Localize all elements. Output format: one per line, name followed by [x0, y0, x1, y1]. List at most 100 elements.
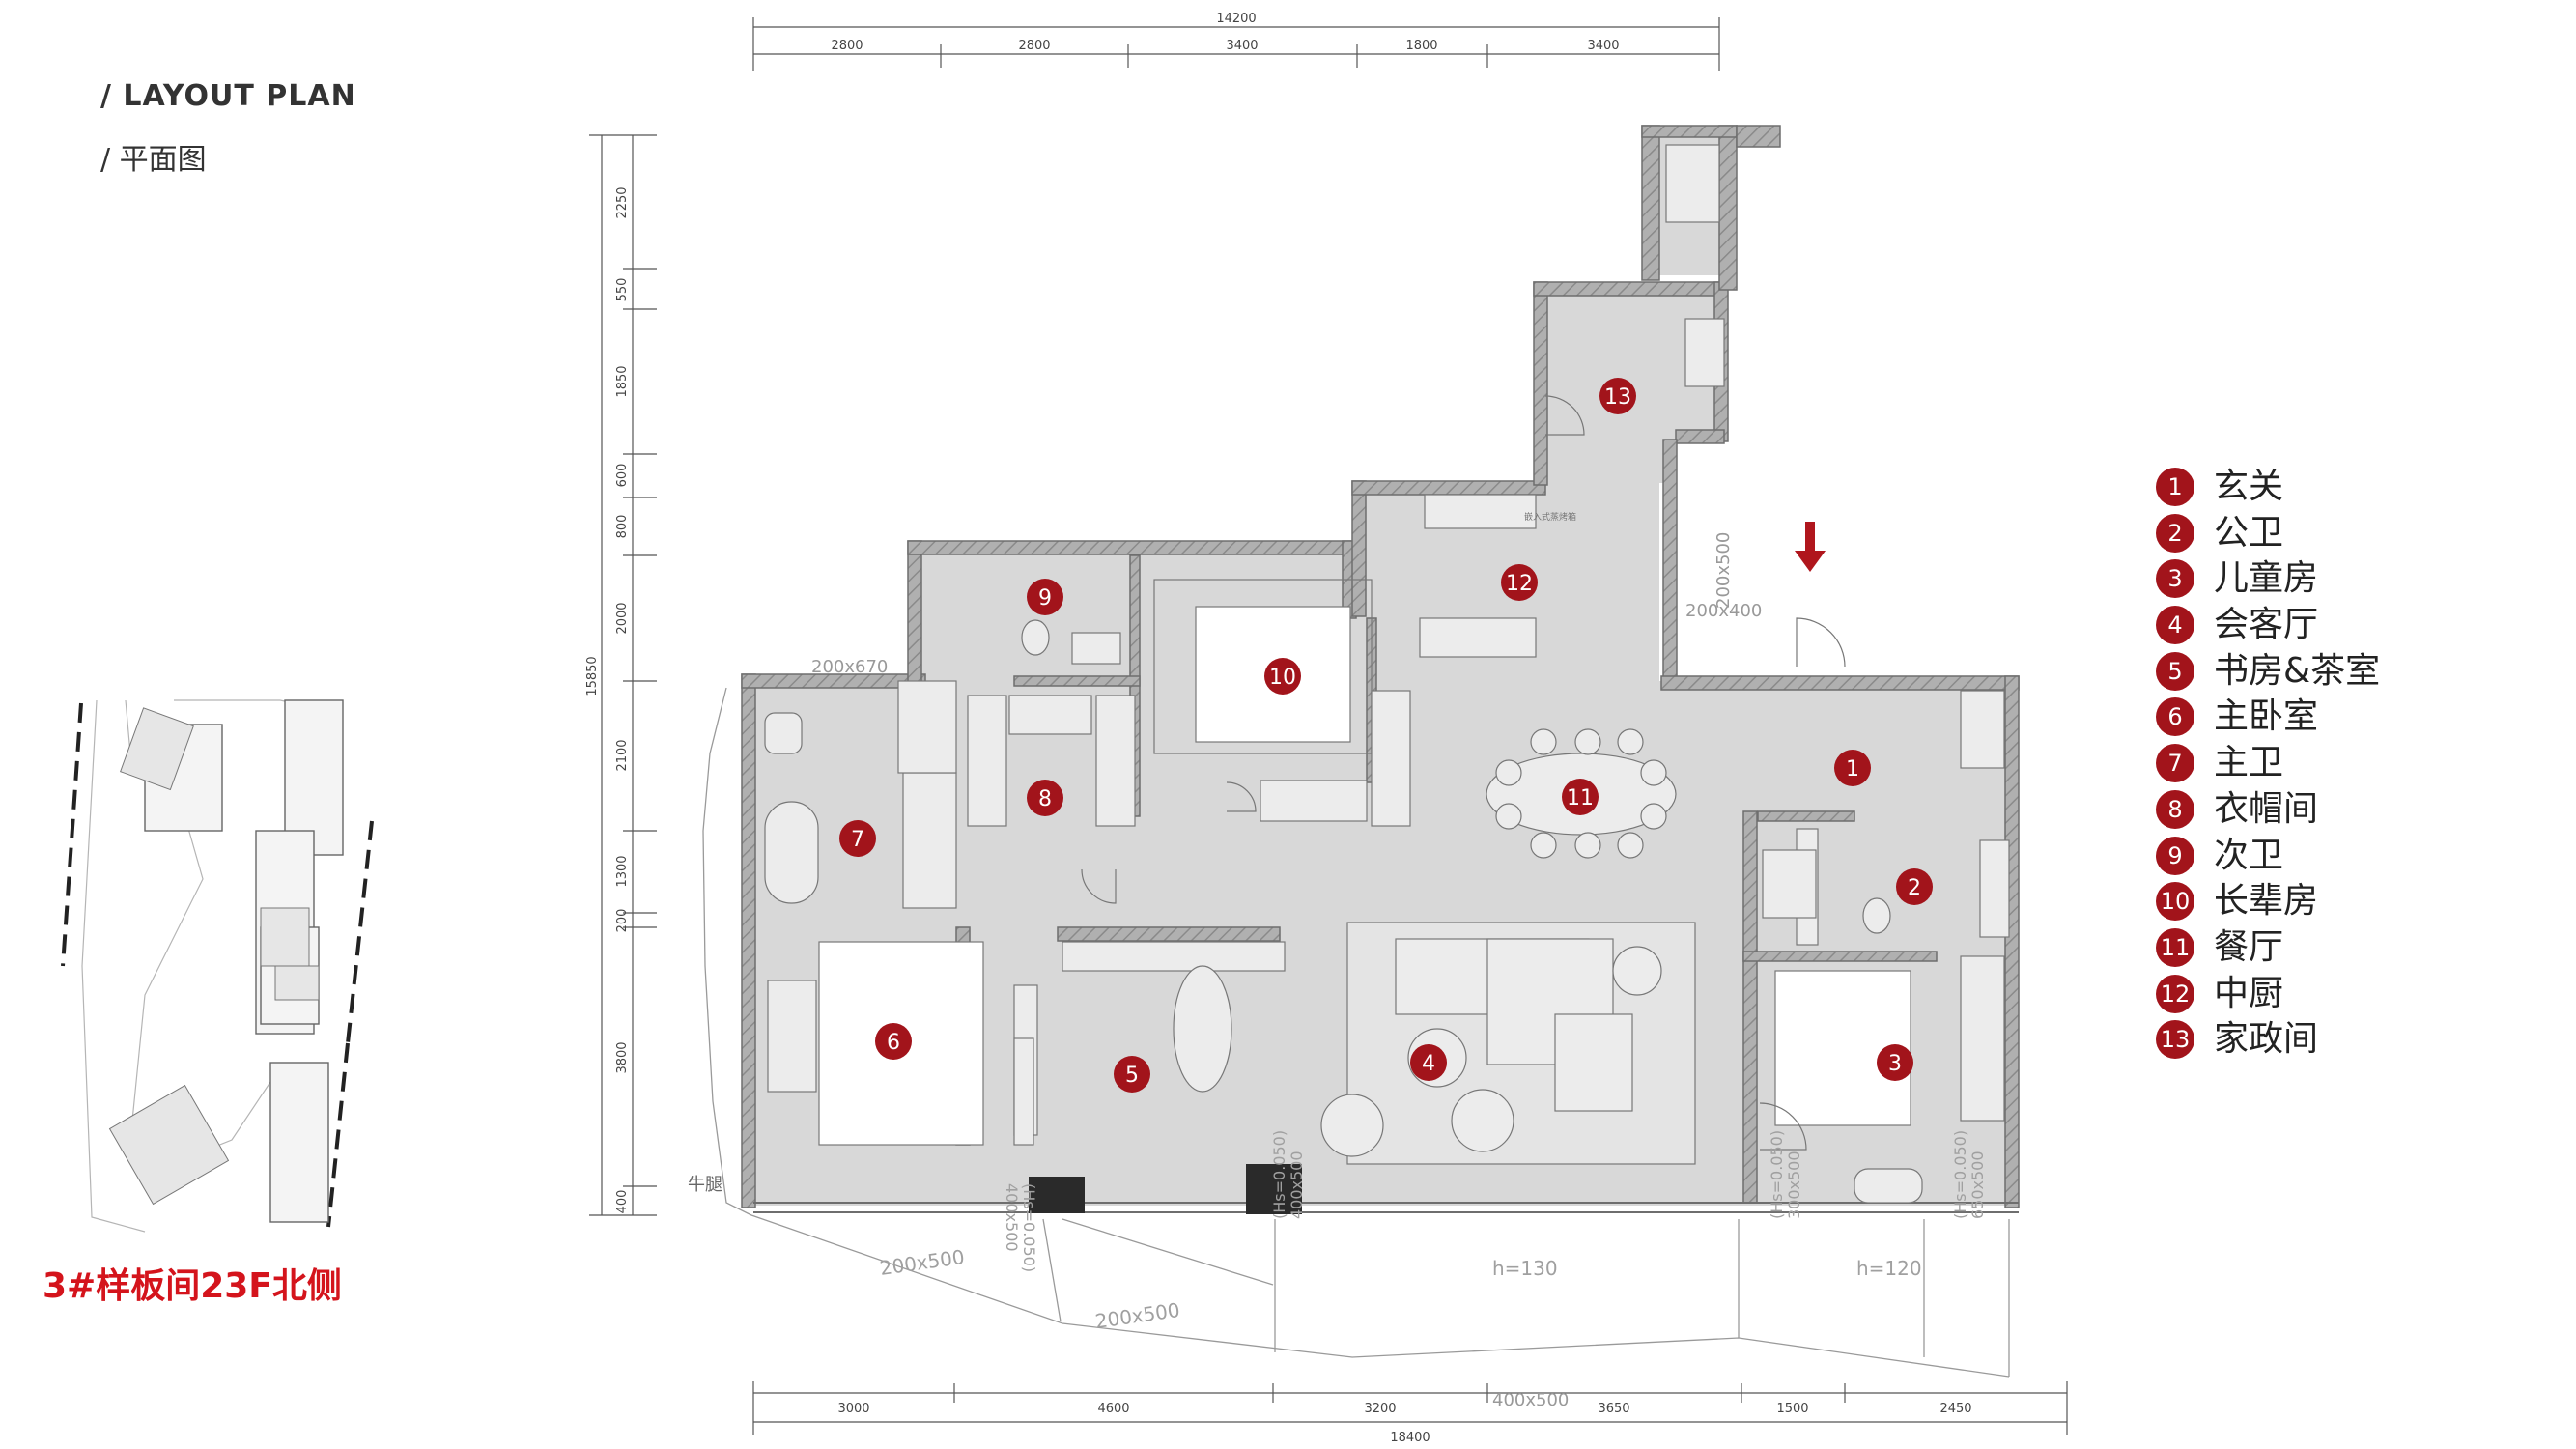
room-marker: 13: [1599, 378, 1636, 414]
dim-top-3: 3400: [1226, 39, 1258, 53]
caption-unit-location: 3#样板间23F北侧: [42, 1266, 342, 1306]
note-hs-b: (Hs=0.050): [1270, 1130, 1288, 1219]
room-marker: 8: [1027, 780, 1063, 816]
room-marker-circle: [1896, 868, 1933, 905]
dim-left-4: 600: [615, 464, 630, 488]
room-marker-number: 5: [1125, 1064, 1139, 1088]
legend-number-badge: 5: [2156, 651, 2194, 691]
dim-bottom-2: 4600: [1097, 1402, 1129, 1416]
legend-item: 9 次卫: [2156, 835, 2562, 881]
legend-number-badge: 11: [2156, 927, 2194, 967]
dim-left-1: 2250: [615, 186, 630, 218]
legend-number-badge: 12: [2156, 974, 2194, 1013]
note-kitchen: 嵌入式蒸烤箱: [1524, 511, 1576, 523]
room-marker-circle: [1877, 1044, 1913, 1081]
legend-item: 8 衣帽间: [2156, 788, 2562, 835]
note-niutui: 牛腿: [688, 1175, 722, 1195]
room-marker: 12: [1501, 564, 1538, 601]
legend-room-name: 次卫: [2214, 835, 2284, 875]
terrace-outline: [702, 687, 2010, 1378]
legend-number-badge: 8: [2156, 789, 2194, 829]
legend-room-name: 会客厅: [2214, 605, 2319, 645]
dim-top-1: 2800: [831, 39, 863, 53]
room-marker-number: 8: [1038, 787, 1052, 811]
note-sz-b: 400x500: [1288, 1151, 1306, 1219]
legend-item: 7 主卫: [2156, 742, 2562, 788]
title-english: / LAYOUT PLAN: [100, 79, 356, 113]
dim-bottom-6: 2450: [1939, 1402, 1971, 1416]
top-dimensions: [752, 17, 1720, 71]
note-window: 200x670: [811, 657, 888, 677]
room-marker-circle: [839, 820, 876, 857]
dim-bottom-1: 3000: [837, 1402, 869, 1416]
dim-left-8: 1300: [615, 855, 630, 887]
note-sz-d: 650x500: [1968, 1151, 1987, 1219]
room-marker: 9: [1027, 579, 1063, 615]
facade: [753, 1202, 2019, 1213]
room-marker-circle: [1599, 378, 1636, 414]
note-hs-c: (Hs=0.050): [1768, 1130, 1786, 1219]
dim-left-11: 400: [615, 1190, 630, 1214]
dim-left-6: 2000: [615, 602, 630, 634]
dim-bottom-3: 3200: [1364, 1402, 1396, 1416]
room-marker-circle: [1562, 779, 1599, 815]
legend-number-badge: 3: [2156, 559, 2194, 599]
legend-room-name: 中厨: [2214, 973, 2284, 1013]
room-marker-number: 9: [1038, 586, 1052, 611]
legend-room-name: 长辈房: [2214, 881, 2319, 922]
dim-left-total: 15850: [585, 656, 600, 696]
legend-number-badge: 10: [2156, 882, 2194, 922]
room-marker-circle: [1027, 780, 1063, 816]
dim-left-2: 550: [615, 278, 630, 302]
legend-number-badge: 1: [2156, 468, 2194, 506]
room-marker: 3: [1877, 1044, 1913, 1081]
legend-room-name: 衣帽间: [2214, 788, 2319, 829]
room-marker-circle: [875, 1023, 912, 1060]
legend-room-name: 家政间: [2214, 1019, 2319, 1060]
room-marker: 11: [1562, 779, 1599, 815]
room-marker-number: 13: [1604, 385, 1631, 410]
note-hs-a: (Hs=0.050): [1020, 1183, 1038, 1272]
legend-room-name: 公卫: [2214, 512, 2284, 553]
room-marker-number: 6: [887, 1031, 900, 1055]
room-marker: 1: [1834, 750, 1871, 786]
dim-top-5: 3400: [1587, 39, 1619, 53]
legend-room-name: 书房&茶室: [2214, 650, 2381, 691]
legend-room-name: 儿童房: [2214, 558, 2319, 599]
room-marker: 6: [875, 1023, 912, 1060]
room-marker-number: 11: [1567, 786, 1594, 810]
note-hs-d: (Hs=0.050): [1951, 1130, 1969, 1219]
dim-left-5: 800: [615, 515, 630, 539]
dim-bottom-4: 3650: [1598, 1402, 1629, 1416]
room-marker-number: 12: [1506, 572, 1533, 596]
legend-room-name: 主卫: [2214, 743, 2284, 783]
legend-number-badge: 7: [2156, 744, 2194, 783]
note-h120: h=120: [1856, 1257, 1922, 1280]
legend-room-name: 主卧室: [2214, 696, 2319, 737]
note-ledge-b: 200x500: [1093, 1298, 1181, 1333]
door-swings: [1081, 395, 1846, 1151]
walls: [741, 125, 2020, 1208]
room-marker-number: 7: [851, 828, 864, 852]
room-marker: 10: [1264, 658, 1301, 695]
legend-number-badge: 9: [2156, 836, 2194, 875]
dim-top-total: 14200: [1216, 12, 1256, 26]
dim-left-9: 200: [615, 909, 630, 933]
room-marker-circle: [1027, 579, 1063, 615]
legend-item: 12 中厨: [2156, 973, 2562, 1019]
legend-item: 3 儿童房: [2156, 557, 2562, 604]
note-door-a: 200x500: [1713, 532, 1734, 609]
room-marker-circle: [1264, 658, 1301, 695]
room-marker-circle: [1501, 564, 1538, 601]
title-chinese: / 平面图: [100, 143, 207, 177]
left-dimensions: [589, 134, 657, 1216]
room-marker-number: 4: [1422, 1052, 1435, 1076]
room-marker-number: 3: [1888, 1052, 1902, 1076]
legend-item: 10 长辈房: [2156, 880, 2562, 926]
room-marker: 7: [839, 820, 876, 857]
